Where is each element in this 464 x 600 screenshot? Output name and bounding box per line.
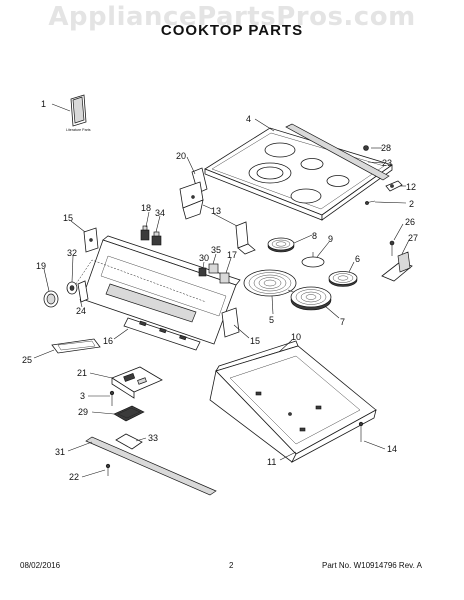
watermark: AppliancePartsPros.com	[48, 2, 416, 32]
cooktop-bracket	[179, 167, 208, 220]
knob-bezel	[77, 280, 89, 303]
trim-bracket	[115, 433, 143, 450]
callout-35: 35	[211, 245, 221, 255]
callout-18: 18	[141, 203, 151, 213]
burner-element-6	[328, 271, 358, 287]
coil-burner-element	[243, 269, 297, 297]
page-title: COOKTOP PARTS	[160, 22, 304, 39]
callout-32: 32	[67, 248, 77, 258]
callout-7: 7	[340, 317, 345, 327]
burner-element-7	[290, 286, 332, 311]
callout-29: 29	[78, 407, 88, 417]
callout-22: 22	[69, 472, 79, 482]
callout-17: 17	[227, 250, 237, 260]
cooktop-chassis	[209, 340, 377, 463]
footer-page-number: 2	[229, 561, 234, 570]
glass-cooktop	[204, 127, 393, 221]
callout-3: 3	[80, 391, 85, 401]
callout-4: 4	[246, 114, 251, 124]
side-trim-upper	[83, 227, 99, 253]
footer-part-number: Part No. W10914796 Rev. A	[322, 561, 422, 570]
literature-label: Literature Parts	[66, 128, 91, 132]
callout-21: 21	[77, 368, 87, 378]
relay-board	[113, 405, 145, 422]
callout-24: 24	[76, 306, 86, 316]
callout-23: 23	[382, 158, 392, 168]
leader-lines	[33, 103, 410, 478]
screw-14	[358, 421, 364, 442]
callout-33: 33	[148, 433, 158, 443]
switch-35	[208, 263, 219, 274]
callout-10: 10	[291, 332, 301, 342]
gasket	[51, 338, 101, 354]
screw-22	[105, 463, 111, 476]
screw-right	[364, 200, 376, 205]
footer-date: 08/02/2016	[20, 561, 61, 570]
callout-15-lower: 15	[250, 336, 260, 346]
callout-2: 2	[409, 199, 414, 209]
callout-30: 30	[199, 253, 209, 263]
heat-shield	[301, 252, 325, 268]
burner-element-8	[267, 237, 295, 253]
callout-6: 6	[355, 254, 360, 264]
callout-numbers: 1 4 20 28 23 12 2 13 18 34 15 32 19 24 1…	[22, 99, 418, 482]
callout-27: 27	[408, 233, 418, 243]
clip	[363, 145, 369, 151]
switch-17	[219, 272, 230, 284]
callout-14: 14	[387, 444, 397, 454]
knob-spacer	[66, 281, 78, 295]
side-trim-lower	[221, 307, 240, 338]
hinge-bracket	[385, 180, 403, 192]
switch-18	[140, 225, 150, 241]
control-board	[111, 366, 163, 399]
callout-20: 20	[176, 151, 186, 161]
callout-25: 25	[22, 355, 32, 365]
callout-8: 8	[312, 231, 317, 241]
switch-30	[198, 267, 207, 277]
callout-1: 1	[41, 99, 46, 109]
screw-26	[389, 240, 395, 256]
control-knob	[43, 290, 59, 308]
callout-19: 19	[36, 261, 46, 271]
callout-13: 13	[211, 206, 221, 216]
callout-34: 34	[155, 208, 165, 218]
callout-16: 16	[103, 336, 113, 346]
callout-12: 12	[406, 182, 416, 192]
literature-booklet: Literature Parts	[66, 94, 91, 132]
callout-5: 5	[269, 315, 274, 325]
callout-9: 9	[328, 234, 333, 244]
bottom-trim	[85, 436, 217, 496]
callout-15-upper: 15	[63, 213, 73, 223]
callout-11: 11	[267, 457, 276, 467]
side-bracket	[235, 221, 256, 255]
callout-26: 26	[405, 217, 415, 227]
screw-3	[109, 390, 115, 406]
switch-34	[151, 231, 162, 246]
rear-trim	[285, 123, 390, 181]
terminal-bracket	[381, 251, 413, 282]
callout-28: 28	[381, 143, 391, 153]
callout-31: 31	[55, 447, 65, 457]
